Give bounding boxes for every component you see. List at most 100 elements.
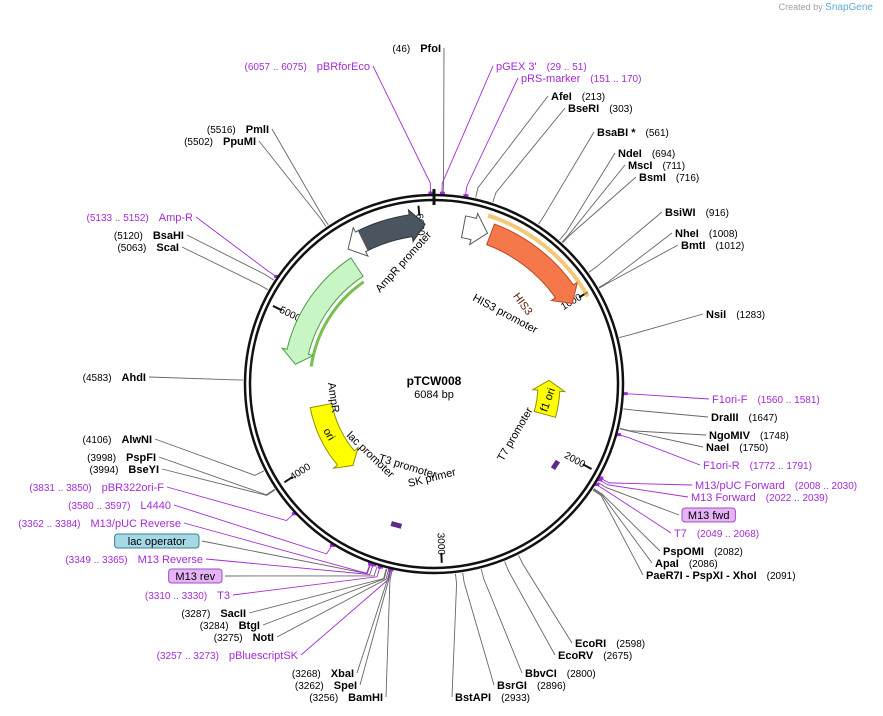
site-position: (5502) — [184, 137, 213, 148]
site-label-bstapi: BstAPI(2933) — [455, 692, 530, 704]
site-name: BsaBI * — [597, 127, 636, 139]
leader-line-msci — [561, 164, 626, 243]
site-position: (2896) — [537, 681, 566, 692]
site-label-pspomi: PspOMI (2082) — [663, 546, 743, 558]
site-label-xbai: (3268)XbaI — [292, 668, 354, 680]
site-label-sacii: (3287)SacII — [181, 608, 246, 620]
site-name: pGEX 3' — [496, 61, 537, 73]
plasmid-t3-promoter-arrow — [390, 521, 403, 529]
site-label-apai: ApaI (2086) — [655, 558, 718, 570]
leader-line-naei — [619, 428, 704, 448]
site-position: (151 .. 170) — [590, 74, 641, 85]
site-position: (2598) — [616, 639, 645, 650]
primer-site-mark-pbrforeco — [428, 191, 434, 195]
plasmid-name: pTCW008 — [407, 374, 462, 388]
site-name: PspOMI — [663, 546, 704, 558]
feature-his3-promoter-arrow — [460, 212, 489, 246]
feature-ampr-promoter-arrow — [347, 226, 369, 257]
leader-line-bsiwi — [588, 211, 663, 273]
site-position: (2022 .. 2039) — [766, 493, 828, 504]
site-name: BsrGI — [497, 680, 527, 692]
feature-his3-arrow — [486, 223, 579, 304]
leader-line-ecorv — [504, 561, 556, 656]
leader-line-pmli — [271, 128, 329, 226]
site-name: NotI — [253, 632, 274, 644]
site-position: (29 .. 51) — [547, 62, 587, 73]
leader-line-m13-rev — [224, 566, 378, 577]
site-label-scai: (5063)ScaI — [117, 242, 179, 254]
leader-line-paer7i-pspxi-xhoi — [592, 489, 644, 576]
site-label-afei: AfeI(213) — [551, 91, 605, 103]
site-label-ecori: EcoRI(2598) — [575, 638, 645, 650]
site-name: BbvCI — [525, 668, 557, 680]
leader-line-noti — [276, 569, 389, 638]
site-position: (3268) — [292, 669, 321, 680]
site-label-alwni: (4106)AlwNI — [83, 434, 152, 446]
site-label-pgex-3: pGEX 3' (29 .. 51) — [496, 61, 587, 73]
site-position: (2086) — [689, 559, 718, 570]
leader-line-bseyi — [161, 468, 276, 496]
site-position: (1283) — [736, 310, 765, 321]
primer-site-mark-m13-puc-forward — [598, 476, 604, 480]
leader-line-m13-fwd — [597, 482, 680, 516]
site-label-nhei: NheI(1008) — [675, 228, 738, 240]
leader-line-pfoi — [442, 47, 445, 194]
tick-mark-2000 — [582, 463, 593, 470]
site-position: (1750) — [739, 443, 768, 454]
site-label-m13-forward: M13 Forward (2022 .. 2039) — [691, 492, 828, 504]
primer-site-mark-l4440 — [329, 543, 335, 547]
site-position: (5516) — [207, 125, 236, 136]
site-name: ApaI — [655, 558, 679, 570]
site-label-ahdi: (4583)AhdI — [83, 372, 146, 384]
leader-line-f1ori-r — [618, 434, 701, 466]
site-name: M13/pUC Forward — [695, 480, 785, 492]
site-name: M13 Forward — [691, 492, 756, 504]
leader-line-nhei — [598, 232, 673, 288]
site-name: SacII — [220, 608, 246, 620]
leader-line-ahdi — [148, 376, 244, 381]
leader-line-draiii — [623, 408, 709, 418]
leader-line-alwni — [154, 438, 265, 476]
site-position: (6057 .. 6075) — [245, 62, 307, 73]
site-label-bseri: BseRI(303) — [568, 103, 633, 115]
site-name: PpuMI — [223, 136, 256, 148]
leader-line-pbrforeco — [372, 65, 431, 194]
ampr-orf-arc — [309, 280, 365, 367]
site-label-amp-r: (5133 .. 5152)Amp-R — [87, 212, 194, 224]
site-position: (2082) — [714, 547, 743, 558]
site-position: (3262) — [295, 681, 324, 692]
site-label-bsrgi: BsrGI (2896) — [497, 680, 566, 692]
site-name: PfoI — [420, 43, 441, 55]
site-label-m13-puc-forward: M13/pUC Forward(2008 .. 2030) — [695, 480, 857, 492]
site-position: (3580 .. 3597) — [68, 501, 130, 512]
leader-line-pspfi — [158, 456, 275, 496]
site-name: SpeI — [334, 680, 357, 692]
site-name: BsiWI — [665, 207, 696, 219]
site-name: BmtI — [681, 240, 705, 252]
leader-line-pbluescriptsk — [300, 569, 391, 656]
site-label-f1ori-r: F1ori-R(1772 .. 1791) — [703, 460, 812, 472]
site-label-bseyi: (3994)BseYI — [90, 464, 159, 476]
feature-box-m13-fwd — [681, 507, 736, 523]
site-position: (303) — [609, 104, 632, 115]
feature-box-m13-rev — [168, 568, 223, 584]
primer-site-mark-t7 — [594, 483, 600, 487]
site-name: pRS-marker — [521, 73, 581, 85]
site-position: (2933) — [501, 693, 530, 704]
leader-line-m13-puc-reverse — [183, 522, 371, 574]
site-label-btgi: (3284)BtgI — [200, 620, 260, 632]
site-name: PaeR7I - PspXI - XhoI — [646, 570, 757, 582]
site-label-ngomiv: NgoMIV(1748) — [709, 430, 789, 442]
leader-line-sacii — [248, 568, 387, 614]
leader-line-bsrgi — [462, 572, 495, 686]
site-label-pspfi: (3998)PspFI — [87, 452, 156, 464]
site-label-bsiwi: BsiWI(916) — [665, 207, 729, 219]
site-position: (711) — [662, 161, 685, 172]
site-label-pbr322ori-f: (3831 .. 3850)pBR322ori-F — [29, 482, 164, 494]
leader-line-t7 — [596, 484, 672, 534]
leader-line-ecori — [518, 555, 573, 644]
site-position: (1647) — [749, 413, 778, 424]
feature-box-label-m13-rev: M13 rev — [175, 571, 215, 583]
site-position: (3310 .. 3330) — [145, 591, 207, 602]
